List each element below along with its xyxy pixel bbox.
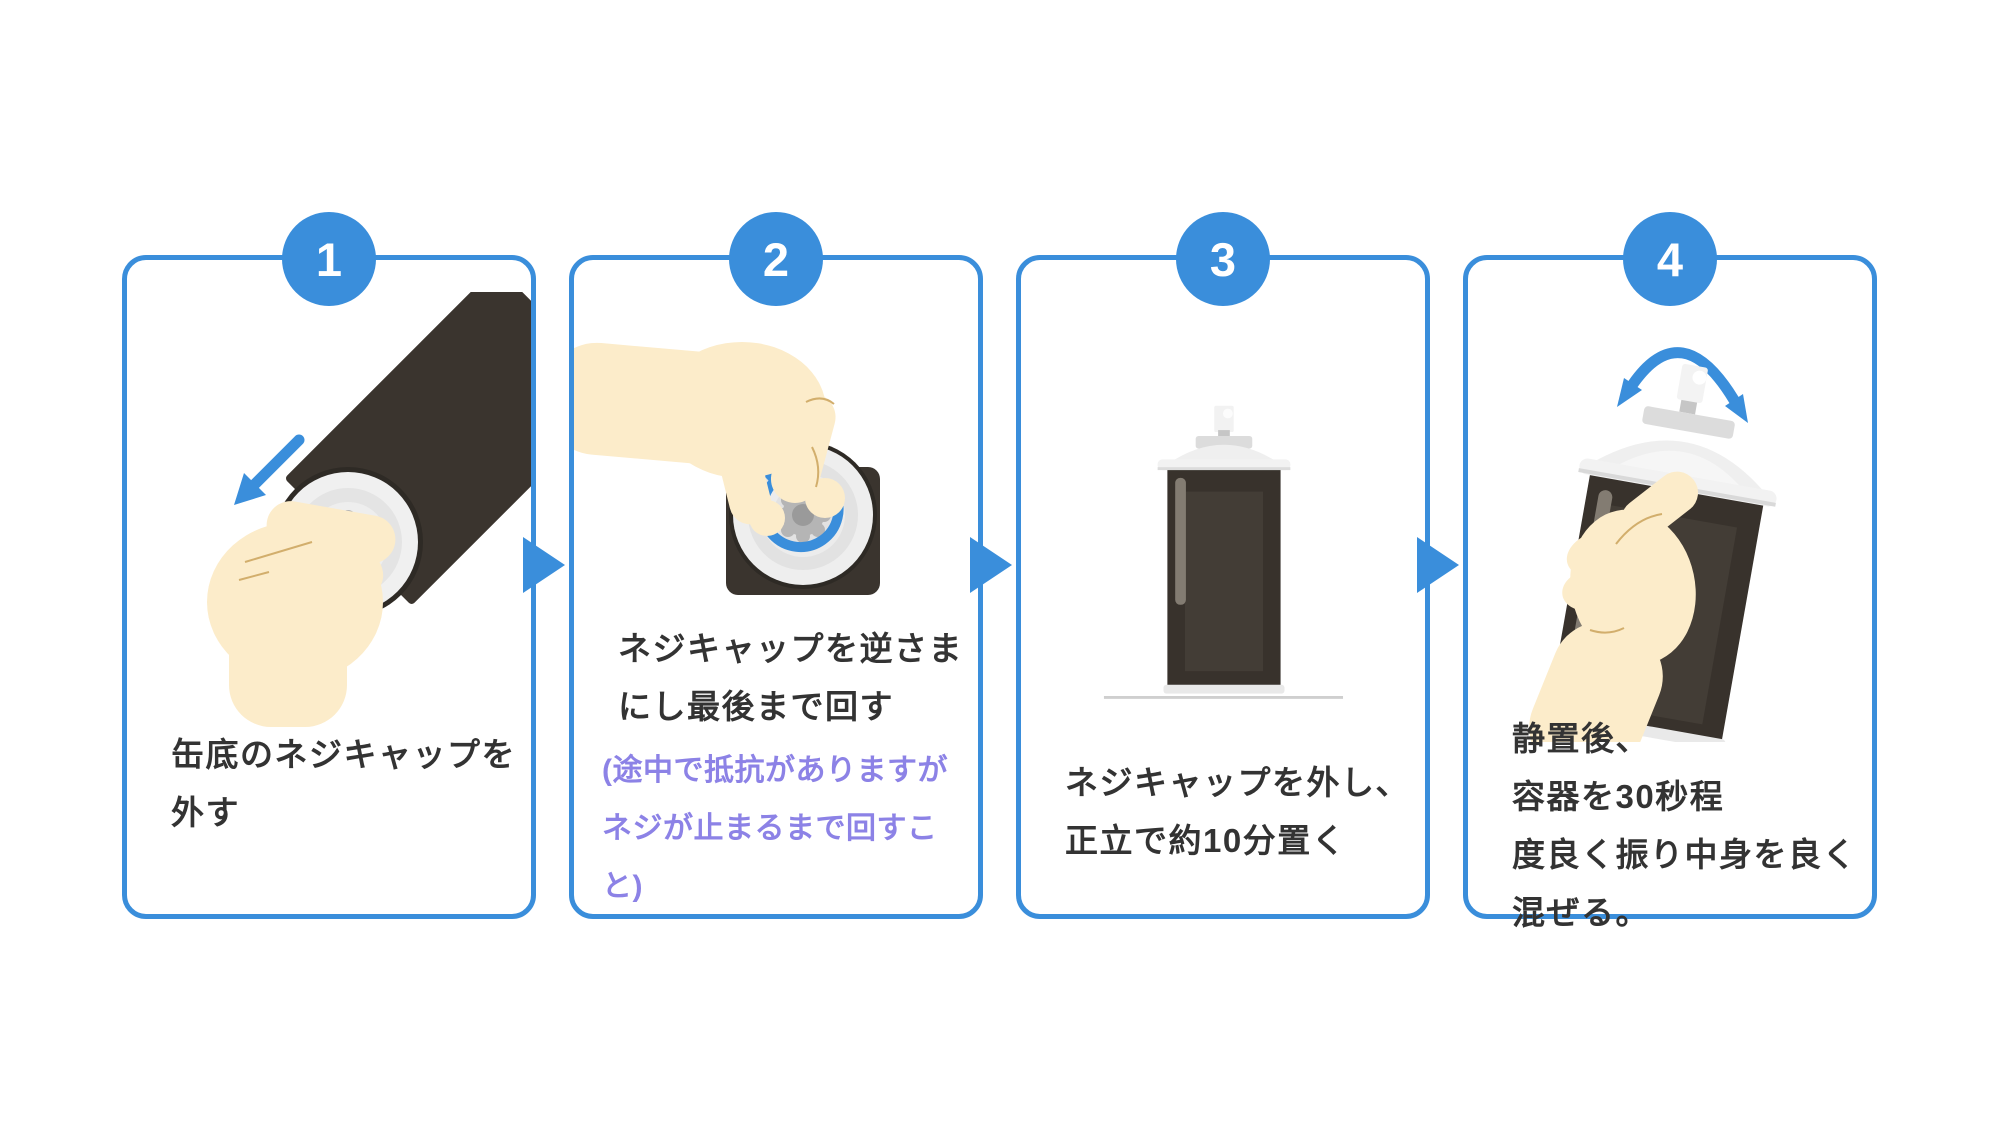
step-card-3: 3 ネジキャップを外し、 正立で約10	[1016, 212, 1430, 919]
step-card-4: 4	[1463, 212, 1877, 931]
hand	[207, 501, 396, 727]
step-card-1: 1	[122, 212, 536, 919]
upright-can-illustration	[1103, 405, 1344, 699]
arrow-right-icon	[523, 537, 565, 593]
down-left-arrow-icon	[234, 434, 305, 505]
hand	[574, 342, 845, 536]
step-caption: 缶底のネジキャップを 外す	[171, 736, 516, 831]
collar	[1642, 406, 1735, 439]
hand-removing-cap-illustration	[207, 292, 531, 727]
step-illustration	[1468, 260, 1872, 742]
valve-stem	[1679, 399, 1698, 415]
step-number-badge: 3	[1176, 212, 1270, 306]
nozzle	[1676, 364, 1708, 404]
step-illustration	[127, 260, 531, 727]
shake-arrows-icon	[1617, 347, 1748, 423]
highlight-stripe	[1175, 477, 1186, 605]
base-rim	[1163, 684, 1285, 694]
step-caption: ネジキャップを逆さま にし最後まで回す	[618, 630, 963, 725]
hand-shaking-can-illustration	[1529, 347, 1777, 742]
step-number-badge: 4	[1623, 212, 1717, 306]
step-number-badge: 2	[729, 212, 823, 306]
dome-top	[1167, 444, 1281, 465]
arrow-right-icon	[1417, 537, 1459, 593]
step-illustration	[574, 260, 978, 620]
hand-turning-cap-illustration	[574, 342, 880, 595]
collar	[1195, 435, 1253, 449]
arrow-right-icon	[970, 537, 1012, 593]
hand	[1529, 471, 1699, 742]
spray-can	[1157, 405, 1291, 694]
step-card-2: 2	[569, 212, 983, 919]
step-number: 4	[1656, 232, 1684, 286]
step-number: 2	[762, 232, 790, 286]
step-note: (途中で抵抗がありますが ネジが止まるまで回すこ と)	[602, 754, 948, 903]
step-caption: ネジキャップを外し、 正立で約10分置く	[1065, 764, 1410, 859]
step-number: 1	[315, 232, 343, 286]
valve-stem	[1218, 430, 1230, 439]
step-number: 3	[1209, 232, 1237, 286]
step-number-badge: 1	[282, 212, 376, 306]
step-illustration	[1021, 260, 1425, 754]
step-caption: 静置後、容器を30秒程 度良く振り中身を良く 混ぜる。	[1512, 720, 1857, 931]
